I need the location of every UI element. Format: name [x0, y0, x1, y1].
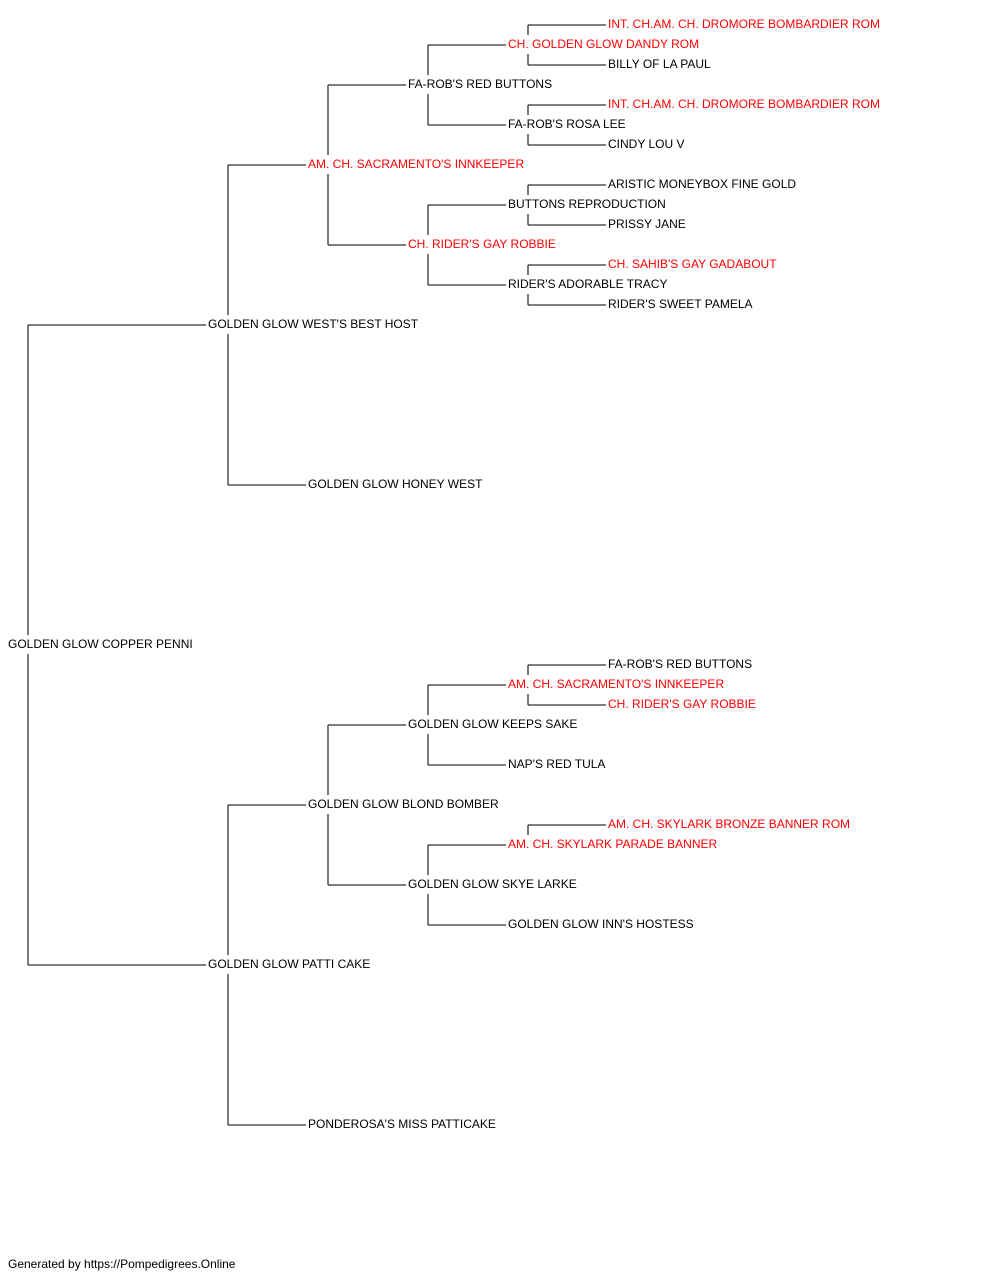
ancestor-name-sss-fa-rob-s-red-buttons: FA-ROB'S RED BUTTONS	[408, 77, 553, 91]
ancestor-name-ssd-ch-rider-s-gay-robbie: CH. RIDER'S GAY ROBBIE	[408, 237, 556, 251]
ancestor-name-ss-am-ch-sacramento-s-innkeeper: AM. CH. SACRAMENTO'S INNKEEPER	[308, 157, 525, 171]
ancestor-name-dsdd-golden-glow-inn-s-hostess: GOLDEN GLOW INN'S HOSTESS	[508, 917, 694, 931]
ancestor-name-dsd-golden-glow-skye-larke: GOLDEN GLOW SKYE LARKE	[408, 877, 577, 891]
ancestor-name-ssddd-rider-s-sweet-pamela: RIDER'S SWEET PAMELA	[608, 297, 753, 311]
ancestor-name-ssdd-rider-s-adorable-tracy: RIDER'S ADORABLE TRACY	[508, 277, 668, 291]
ancestor-name-ssdds-ch-sahib-s-gay-gadabout: CH. SAHIB'S GAY GADABOUT	[608, 257, 777, 271]
ancestor-name-s-golden-glow-west-s-best-host: GOLDEN GLOW WEST'S BEST HOST	[208, 317, 419, 331]
ancestor-name-ssds-buttons-reproduction: BUTTONS REPRODUCTION	[508, 197, 666, 211]
ancestor-name-d-golden-glow-patti-cake: GOLDEN GLOW PATTI CAKE	[208, 957, 371, 971]
ancestor-name-dsdss-am-ch-skylark-bronze-banner-rom: AM. CH. SKYLARK BRONZE BANNER ROM	[608, 817, 851, 831]
ancestor-name-ds-golden-glow-blond-bomber: GOLDEN GLOW BLOND BOMBER	[308, 797, 499, 811]
ancestor-name-dssd-nap-s-red-tula: NAP'S RED TULA	[508, 757, 606, 771]
ancestor-name-sssdd-cindy-lou-v: CINDY LOU V	[608, 137, 685, 151]
ancestor-name-dsssd-ch-rider-s-gay-robbie: CH. RIDER'S GAY ROBBIE	[608, 697, 756, 711]
ancestor-name-sssds-int-ch-am-ch-dromore-bombardier-rom: INT. CH.AM. CH. DROMORE BOMBARDIER ROM	[608, 97, 881, 111]
ancestor-name-ssdsd-prissy-jane: PRISSY JANE	[608, 217, 686, 231]
ancestor-name-dsds-am-ch-skylark-parade-banner: AM. CH. SKYLARK PARADE BANNER	[508, 837, 718, 851]
ancestor-name-dss-golden-glow-keeps-sake: GOLDEN GLOW KEEPS SAKE	[408, 717, 578, 731]
ancestor-name-ssssd-billy-of-la-paul: BILLY OF LA PAUL	[608, 57, 711, 71]
ancestor-name-dssss-fa-rob-s-red-buttons: FA-ROB'S RED BUTTONS	[608, 657, 753, 671]
generated-by-footer: Generated by https://Pompedigrees.Online	[8, 1257, 236, 1271]
subject-dog-name: GOLDEN GLOW COPPER PENNI	[8, 637, 193, 651]
ancestor-name-sssss-int-ch-am-ch-dromore-bombardier-rom: INT. CH.AM. CH. DROMORE BOMBARDIER ROM	[608, 17, 881, 31]
ancestor-name-ssdss-aristic-moneybox-fine-gold: ARISTIC MONEYBOX FINE GOLD	[608, 177, 797, 191]
ancestor-name-sd-golden-glow-honey-west: GOLDEN GLOW HONEY WEST	[308, 477, 483, 491]
ancestor-name-dd-ponderosa-s-miss-patticake: PONDEROSA'S MISS PATTICAKE	[308, 1117, 496, 1131]
ancestor-name-dsss-am-ch-sacramento-s-innkeeper: AM. CH. SACRAMENTO'S INNKEEPER	[508, 677, 725, 691]
ancestor-name-ssss-ch-golden-glow-dandy-rom: CH. GOLDEN GLOW DANDY ROM	[508, 37, 700, 51]
ancestor-name-sssd-fa-rob-s-rosa-lee: FA-ROB'S ROSA LEE	[508, 117, 626, 131]
